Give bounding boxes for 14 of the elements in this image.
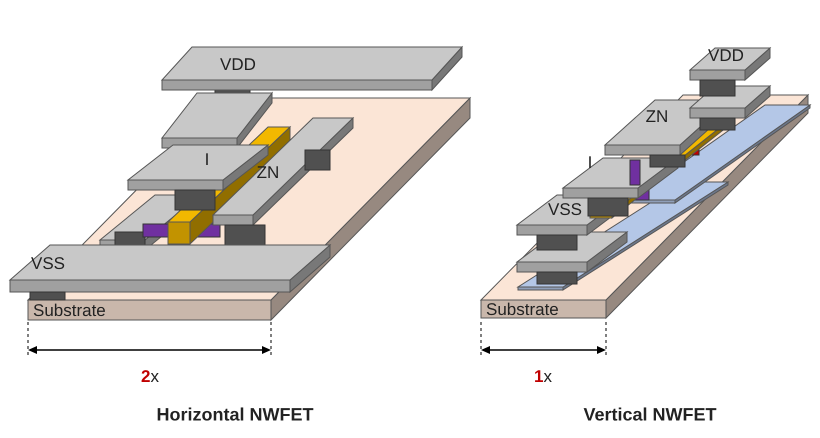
rail-label: VDD bbox=[708, 46, 744, 66]
rail-label: ZN bbox=[646, 107, 668, 127]
scale-label: 2x bbox=[141, 367, 159, 387]
panel-caption: Vertical NWFET bbox=[583, 404, 717, 426]
rail-label: I bbox=[204, 150, 210, 170]
rail-label: ZN bbox=[256, 163, 280, 183]
rail-label: VSS bbox=[30, 254, 66, 274]
rail-label: I bbox=[588, 153, 592, 173]
rail-label: VSS bbox=[548, 200, 582, 220]
rail-label: VDD bbox=[220, 55, 256, 75]
panel-caption: Horizontal NWFET bbox=[156, 404, 314, 426]
substrate-label: Substrate bbox=[33, 301, 106, 321]
substrate-label: Substrate bbox=[486, 300, 559, 320]
scale-label: 1x bbox=[534, 367, 552, 387]
